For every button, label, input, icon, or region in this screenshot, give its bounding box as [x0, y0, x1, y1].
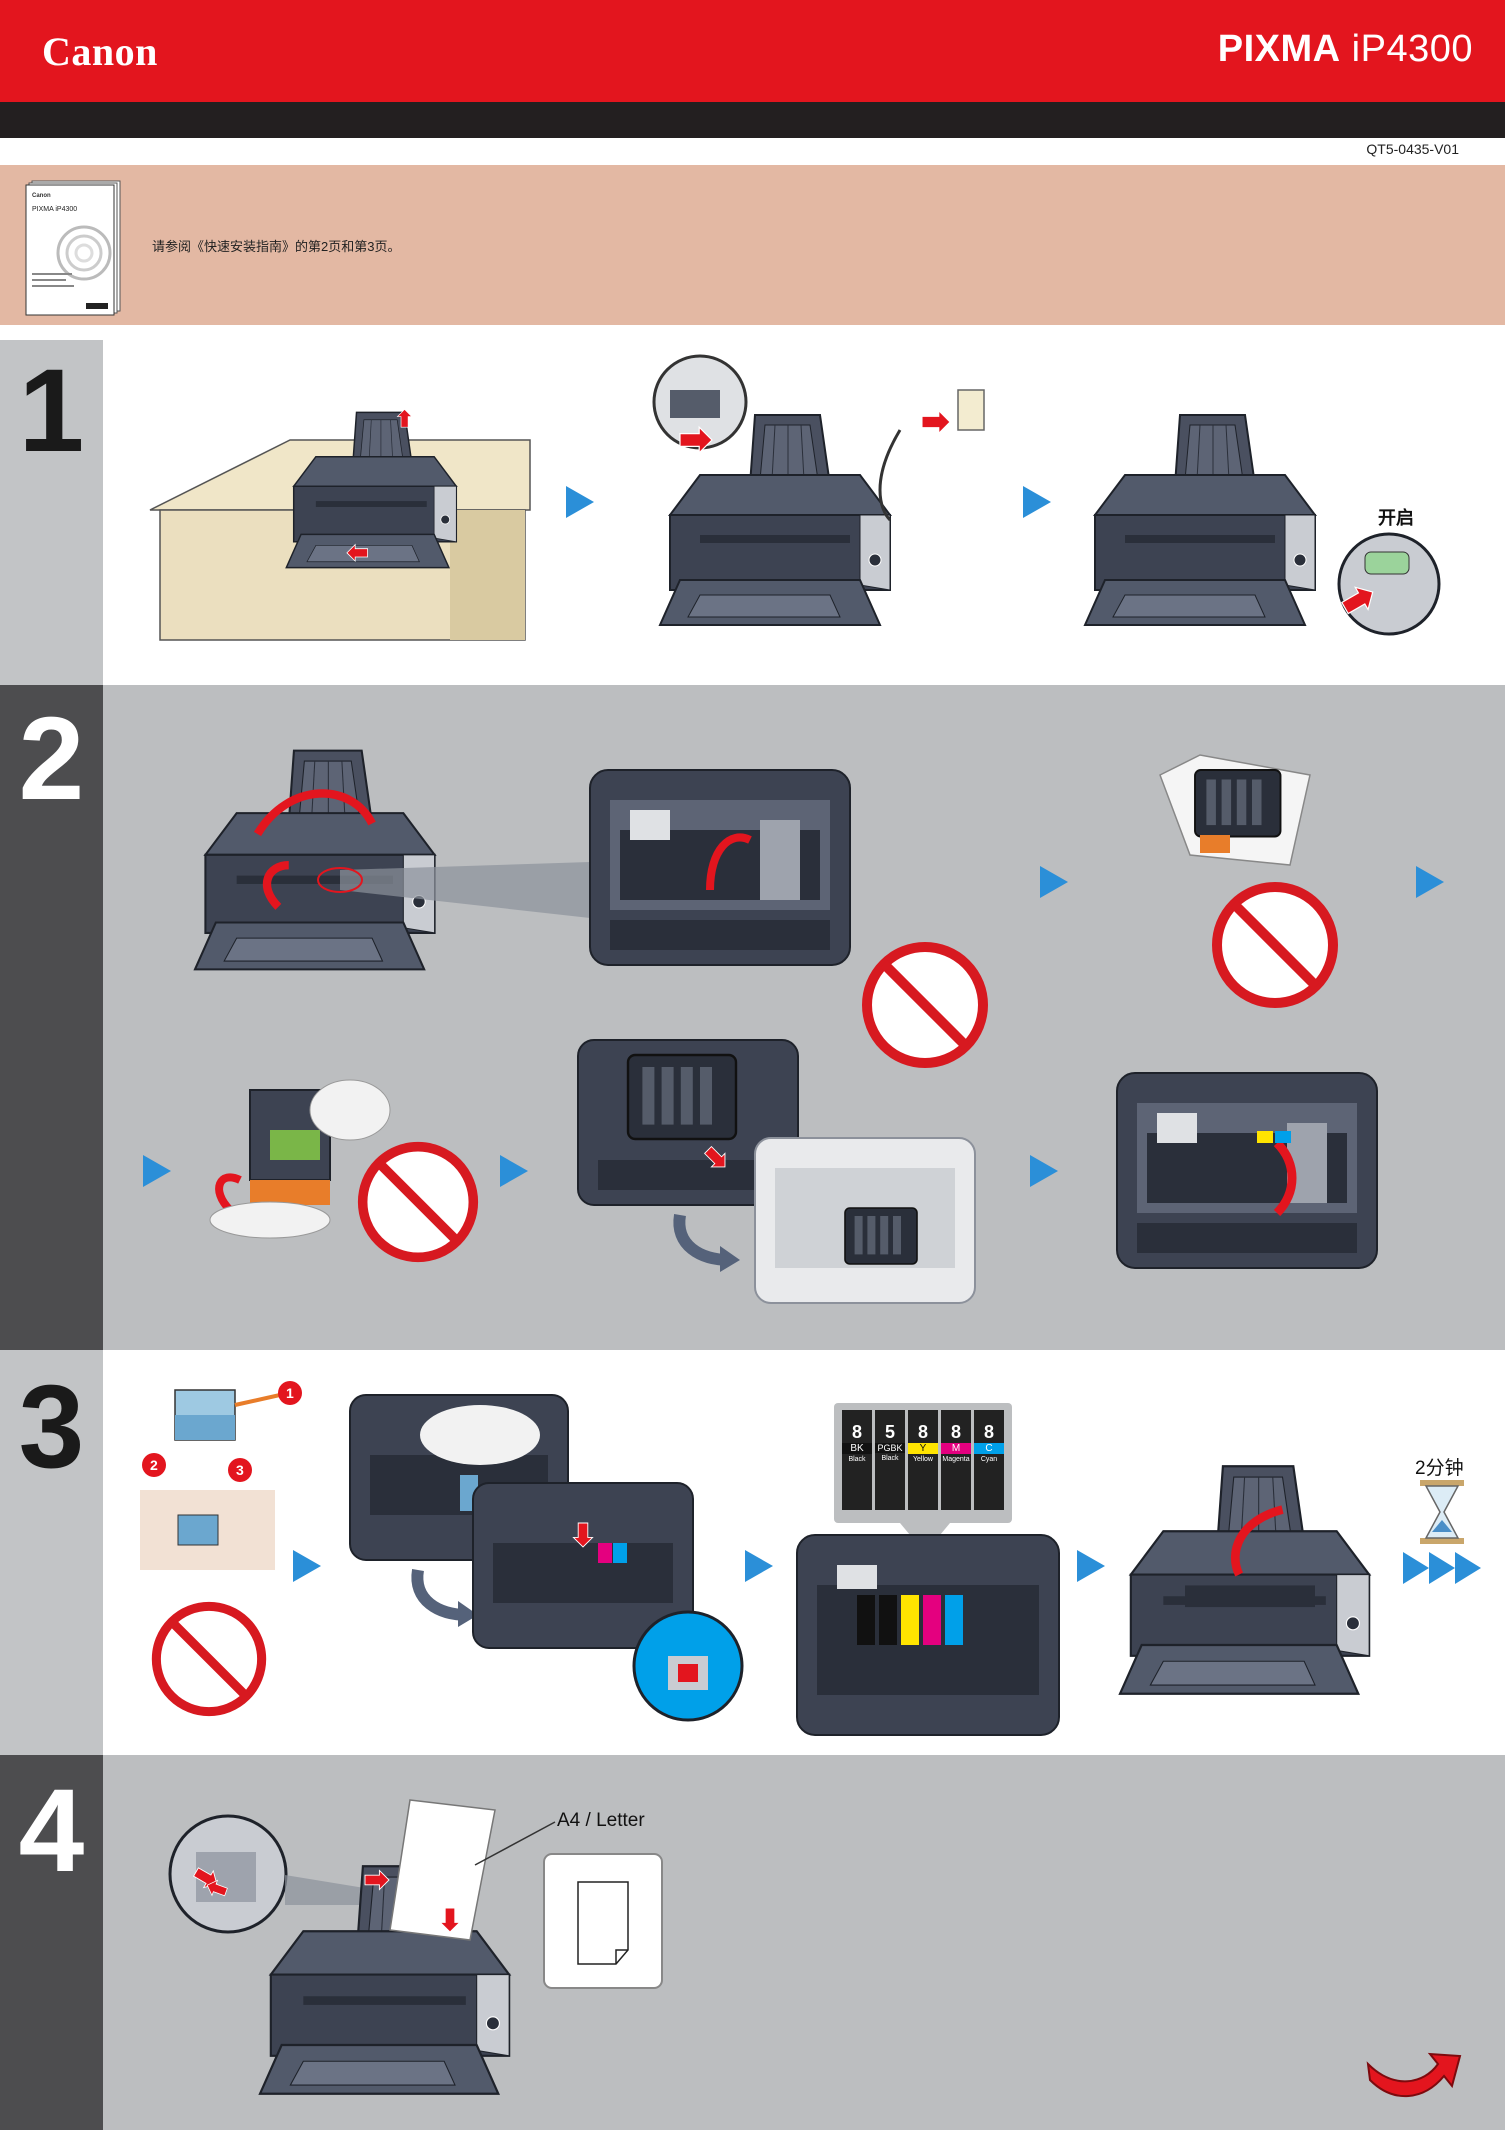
booklet-brand: Canon [32, 193, 51, 199]
power-button-closeup [1337, 532, 1441, 636]
remove-protective-cap-illustration [209, 1079, 391, 1239]
cartridge-number: 8 [917, 1422, 928, 1442]
curved-down-arrow [411, 1569, 478, 1627]
insert-printhead-inset [577, 1039, 799, 1206]
cartridge-number: 5 [884, 1422, 895, 1442]
power-cord-illustration [652, 354, 985, 522]
leader-line [474, 1821, 556, 1866]
document-code: QT5-0435-V01 [1366, 141, 1459, 157]
cartridge-number: 8 [950, 1422, 961, 1442]
cartridge-code: BK [842, 1443, 872, 1454]
prohibit-icon [356, 1140, 480, 1264]
cartridge-code: M [941, 1443, 971, 1454]
step-4-number: 4 [18, 1765, 85, 1897]
cartridge-number: 8 [983, 1422, 994, 1442]
cartridge-name: Black [848, 1456, 866, 1463]
next-arrow-icon [1077, 1550, 1105, 1582]
cartridge-label: 8 M Magenta [941, 1410, 971, 1510]
printhead-unwrap-illustration [1159, 754, 1311, 866]
installed-ink-tanks-inset [796, 1534, 1060, 1736]
next-arrow-icon [500, 1155, 528, 1187]
reference-instruction: 请参阅《快速安装指南》的第2页和第3页。 [152, 239, 401, 254]
booklet-model: PIXMA iP4300 [32, 206, 77, 213]
model-name: PIXMA iP4300 [1218, 28, 1473, 71]
step1-printer-ready [1084, 414, 1316, 626]
step-4-column [0, 1755, 103, 2130]
prohibit-icon [150, 1600, 268, 1718]
header-bar [0, 0, 1505, 102]
cartridge-number: 8 [851, 1422, 862, 1442]
paper-guide-closeup [168, 1814, 288, 1934]
step-3-number: 3 [18, 1361, 85, 1493]
paper-sheet-illustration [364, 1799, 496, 1941]
turn-page-arrow-icon [1366, 2052, 1462, 2097]
printhead-lever-inset [589, 769, 851, 966]
install-ink-tank-inset-2 [472, 1482, 694, 1649]
cartridge-name: Cyan [980, 1456, 998, 1463]
svg-text:1: 1 [286, 1385, 294, 1401]
cartridge-code: PGBK [875, 1443, 905, 1453]
printhead-installed-inset [754, 1137, 976, 1304]
step-1-number: 1 [18, 345, 85, 477]
cartridge-name: Yellow [913, 1456, 933, 1463]
cartridge-label: 8 C Cyan [974, 1410, 1004, 1510]
ink-cartridge-labels: 8 BK Black 5 PGBK Black 8 Y Yellow 8 M M… [842, 1410, 1004, 1510]
ink-cartridge-unpack-illustration: 1 2 3 [140, 1381, 302, 1570]
next-arrow-icon [745, 1550, 773, 1582]
step-2-column [0, 685, 103, 1350]
step2-printer-cover-open [193, 749, 436, 971]
svg-text:2: 2 [150, 1457, 158, 1473]
fast-forward-arrows-icon [1403, 1552, 1481, 1584]
next-arrow-icon [1030, 1155, 1058, 1187]
header-dark-band [0, 102, 1505, 138]
portrait-paper-icon [543, 1853, 663, 1989]
next-arrow-icon [1023, 486, 1051, 518]
paper-size-label: A4 / Letter [557, 1810, 645, 1831]
model-prefix: PIXMA [1217, 28, 1341, 70]
cartridge-label: 5 PGBK Black [875, 1410, 905, 1510]
step-2-number: 2 [18, 693, 85, 825]
step-1-column [0, 340, 103, 685]
quick-guide-booklet-icon: Canon PIXMA iP4300 [25, 180, 121, 316]
cartridge-name: Magenta [942, 1456, 970, 1463]
curved-down-arrow [673, 1214, 740, 1272]
step1-printer-on-table [285, 409, 458, 569]
svg-text:3: 3 [236, 1462, 244, 1478]
ink-lamp-closeup [632, 1610, 744, 1722]
prohibit-icon [1210, 880, 1340, 1010]
step-3-column [0, 1350, 103, 1755]
prohibit-icon [860, 940, 990, 1070]
next-arrow-icon [143, 1155, 171, 1187]
power-on-label: 开启 [1378, 508, 1414, 528]
cartridge-name: Black [881, 1455, 899, 1462]
wait-time-label: 2分钟 [1415, 1458, 1464, 1479]
hourglass-icon [1420, 1480, 1464, 1544]
next-arrow-icon [1040, 866, 1068, 898]
model-number: iP4300 [1351, 28, 1473, 70]
brand-logo: Canon [42, 29, 158, 74]
next-arrow-icon [1416, 866, 1444, 898]
cartridge-label: 8 BK Black [842, 1410, 872, 1510]
cartridge-code: C [974, 1443, 1004, 1454]
callout-line [317, 862, 590, 918]
next-arrow-icon [293, 1550, 321, 1582]
cartridge-code: Y [908, 1443, 938, 1454]
close-lever-inset [1116, 1072, 1378, 1269]
step3-printer-cover-close [1118, 1465, 1371, 1695]
cartridge-label: 8 Y Yellow [908, 1410, 938, 1510]
next-arrow-icon [566, 486, 594, 518]
reference-band [0, 165, 1505, 325]
